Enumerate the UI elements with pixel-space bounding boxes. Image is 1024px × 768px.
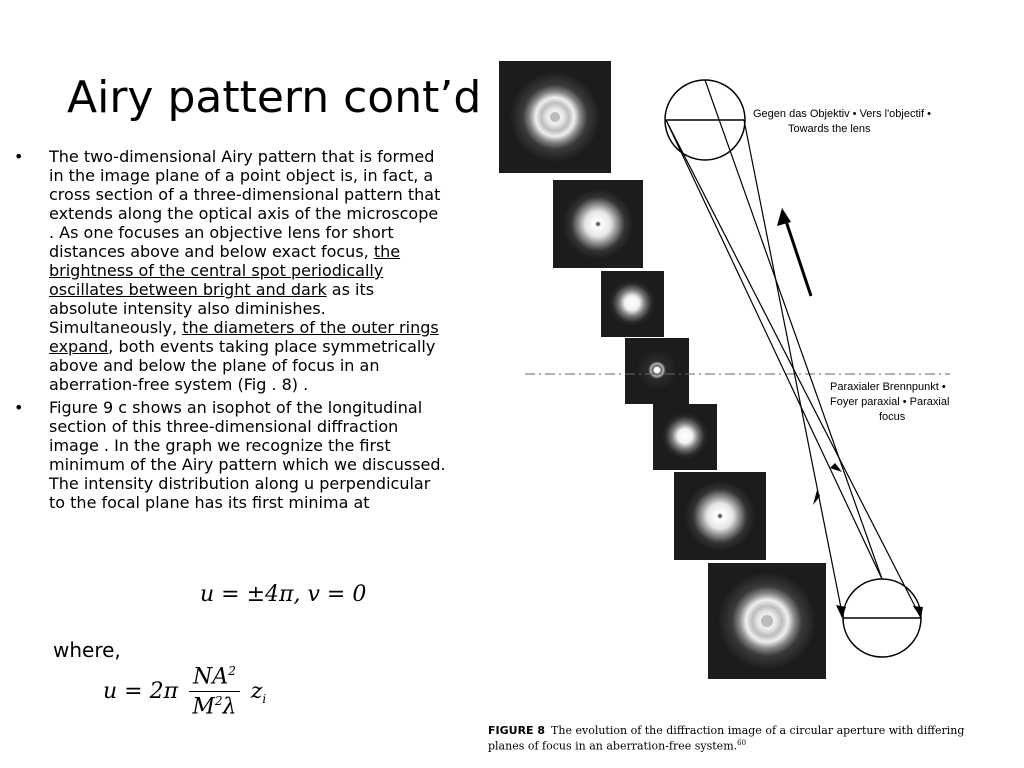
eq2-lhs: u = 2π xyxy=(103,678,179,704)
diffraction-image-1 xyxy=(499,61,611,173)
ray-arrowhead-left xyxy=(813,490,820,505)
direction-arrow xyxy=(777,208,813,297)
bullet1-text-c: , both events taking place symmetrically… xyxy=(49,337,436,394)
ray-arrowhead-right xyxy=(830,463,842,472)
equation-first-minima: u = ±4π, v = 0 xyxy=(200,582,367,607)
caption-reference: 60 xyxy=(737,739,747,747)
bullet1-underline-brightness: the brightness of the central spot perio… xyxy=(49,242,401,299)
diffraction-figure: Gegen das Objektiv • Vers l'objectif • T… xyxy=(499,61,950,679)
eq2-den-base: M xyxy=(192,694,215,720)
eq2-num-exp: 2 xyxy=(228,664,236,678)
eq2-tail-sub: i xyxy=(262,692,267,707)
eq2-fraction: NA2 M2λ xyxy=(189,664,240,720)
bullet1-text-b: as its absolute intensity also diminishe… xyxy=(49,280,375,337)
bullet2-text: Figure 9 c shows an isophot of the longi… xyxy=(49,398,446,512)
where-label: where, xyxy=(53,638,121,662)
bullet-item-airy-3d: • The two-dimensional Airy pattern that … xyxy=(14,147,446,394)
equation-u-definition: u = 2π NA2 M2λ zi xyxy=(103,664,266,720)
caption-text: The evolution of the diffraction image o… xyxy=(488,724,965,753)
eq2-tail: z xyxy=(250,678,263,704)
bullet1-underline-diameters: the diameters of the outer rings expand xyxy=(49,318,439,356)
ray-lines xyxy=(665,79,922,619)
diffraction-image-7 xyxy=(708,563,826,679)
label-towards-lens-line1: Gegen das Objektiv • Vers l'objectif • xyxy=(753,108,931,120)
ray-arrowhead-lower-left xyxy=(836,605,846,618)
eq2-den-lambda: λ xyxy=(222,694,237,720)
ray-arrowhead-lower-right xyxy=(913,606,923,618)
lens-circle-bottom xyxy=(842,578,922,658)
diffraction-image-5 xyxy=(653,404,717,470)
bullet1-text-a: The two-dimensional Airy pattern that is… xyxy=(49,147,441,261)
bullet-marker: • xyxy=(14,147,24,166)
bullet-list: • The two-dimensional Airy pattern that … xyxy=(14,147,446,516)
slide-title: Airy pattern cont’d xyxy=(67,72,482,123)
diffraction-image-2 xyxy=(553,180,643,268)
eq2-den-exp: 2 xyxy=(214,694,223,709)
eq2-num-base: NA xyxy=(193,664,229,690)
lens-circle-top xyxy=(664,79,746,161)
label-paraxial-line1: Paraxialer Brennpunkt • xyxy=(830,381,946,393)
eq2-denominator: M2λ xyxy=(189,692,240,719)
label-towards-lens-line2: Towards the lens xyxy=(788,123,871,135)
bullet-item-isophot: • Figure 9 c shows an isophot of the lon… xyxy=(14,398,446,512)
diffraction-image-6 xyxy=(674,472,766,560)
label-paraxial-line2: Foyer paraxial • Paraxial xyxy=(830,396,949,408)
diffraction-image-3 xyxy=(601,271,664,337)
caption-label: FIGURE 8 xyxy=(488,724,546,737)
diffraction-image-4-focus xyxy=(625,338,689,404)
eq2-numerator: NA2 xyxy=(189,664,240,693)
bullet-marker: • xyxy=(14,398,24,417)
label-paraxial-line3: focus xyxy=(879,411,906,423)
